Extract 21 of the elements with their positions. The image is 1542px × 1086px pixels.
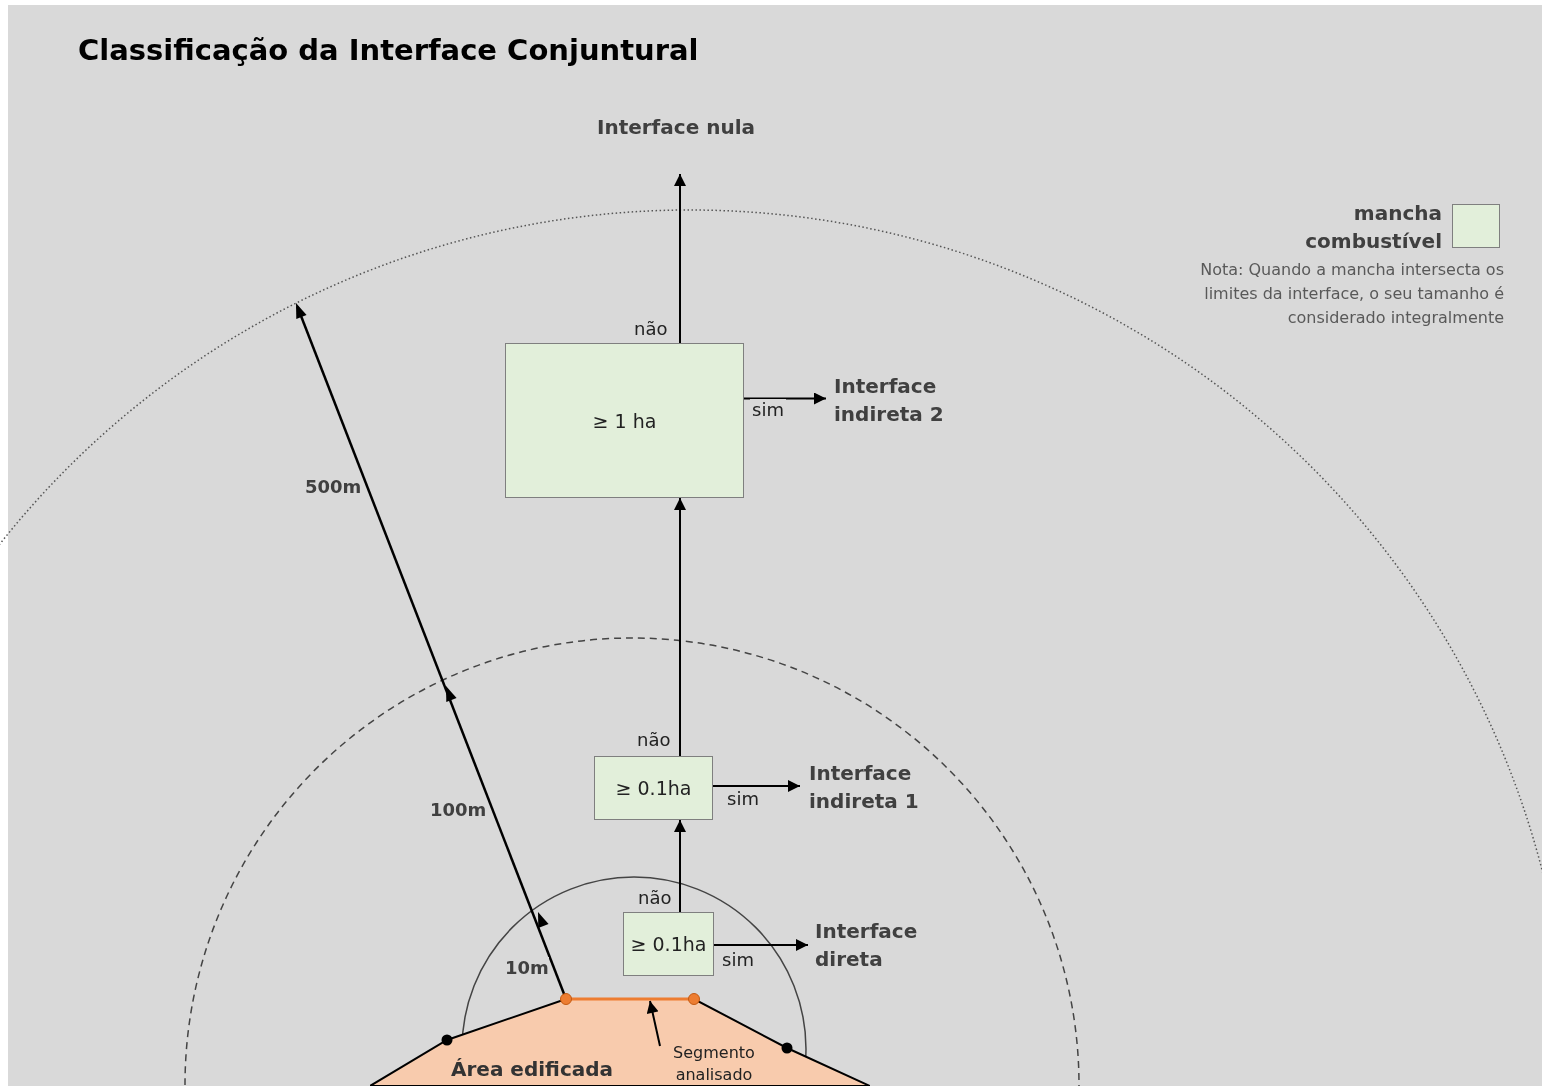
outcome-label: Interface indireta 2 bbox=[826, 372, 961, 428]
built-area-shape bbox=[370, 999, 870, 1086]
analyzed-segment bbox=[560, 993, 700, 1005]
note-text: Nota: Quando a mancha intersecta os limites da interface, o seu tamanho é considerado integralmente bbox=[1199, 259, 1504, 329]
outcome-label: Interface direta bbox=[808, 917, 943, 973]
arrow bbox=[713, 939, 809, 951]
arrow bbox=[674, 173, 686, 344]
arrow bbox=[674, 819, 686, 913]
decision-box: ≥ 0.1ha bbox=[623, 912, 714, 976]
outcome-label: Interface indireta 1 bbox=[800, 759, 935, 815]
diagram-title: Classificação da Interface Conjuntural bbox=[78, 33, 699, 67]
leader-line bbox=[646, 1000, 661, 1047]
decision-box: ≥ 0.1ha bbox=[594, 756, 713, 820]
outcome-label: Interface nula bbox=[586, 113, 766, 174]
arrow bbox=[674, 497, 686, 757]
arrow bbox=[712, 780, 801, 792]
decision-box: ≥ 1 ha bbox=[505, 343, 744, 498]
arrow bbox=[743, 392, 827, 405]
callout-text: Segmento analisado bbox=[660, 1042, 768, 1086]
legend-label: mancha combustível bbox=[1304, 200, 1442, 255]
area-label: Área edificada bbox=[451, 1056, 614, 1083]
